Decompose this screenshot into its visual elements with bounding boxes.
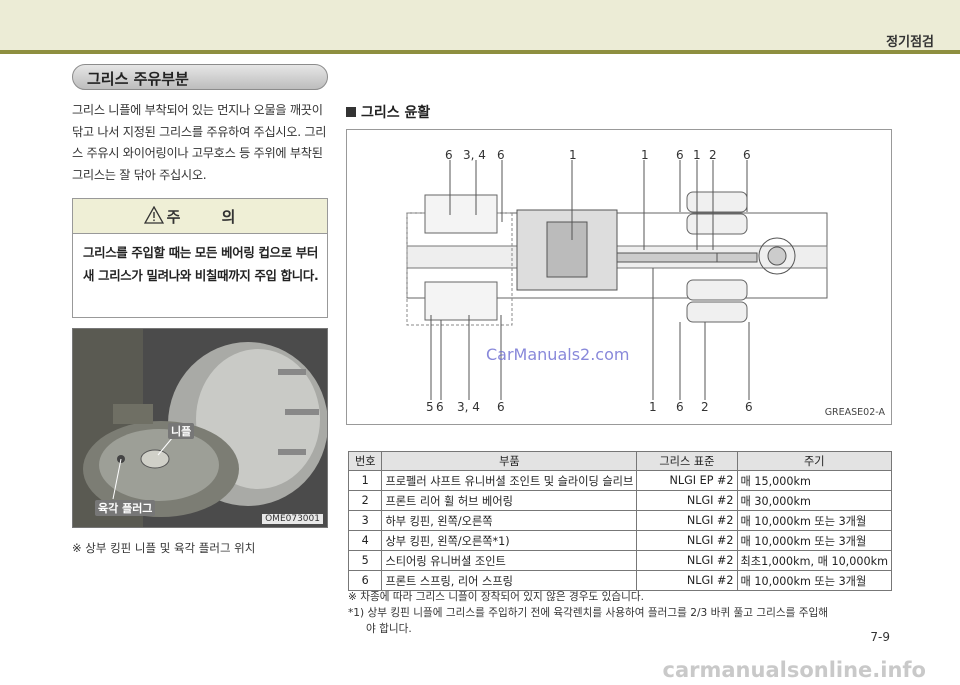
caution-body: 그리스를 주입할 때는 모든 베어링 컵으로 부터 새 그리스가 밀려나와 비칠… bbox=[83, 245, 319, 283]
table-cell: 매 15,000km bbox=[736, 470, 892, 491]
table-cell: 6 bbox=[347, 570, 383, 591]
table-cell: 상부 킹핀, 왼쪽/오른쪽*1) bbox=[381, 530, 638, 551]
table-cell: NLGI #2 bbox=[636, 510, 738, 531]
table-cell: 프로펠러 샤프트 유니버셜 조인트 및 슬라이딩 슬리브 bbox=[381, 470, 638, 491]
table-cell: 스티어링 유니버셜 조인트 bbox=[381, 550, 638, 571]
top-number: 3, 4 bbox=[463, 148, 486, 162]
photo-code: OME073001 bbox=[262, 514, 323, 524]
section-pill-title: 그리스 주유부분 bbox=[87, 70, 189, 88]
table-cell: 매 10,000km 또는 3개월 bbox=[736, 530, 892, 551]
chassis-diagram: 6 3, 4 6 1 1 6 1 2 6 5 6 3, 4 6 1 6 2 6 … bbox=[346, 129, 892, 425]
table-cell: 매 10,000km 또는 3개월 bbox=[736, 570, 892, 591]
top-number: 1 bbox=[693, 148, 701, 162]
bottom-number: 6 bbox=[497, 400, 505, 414]
section-pill: 그리스 주유부분 bbox=[72, 64, 328, 90]
top-number: 1 bbox=[569, 148, 577, 162]
top-number: 2 bbox=[709, 148, 717, 162]
bottom-number: 1 bbox=[649, 400, 657, 414]
header-bar bbox=[0, 0, 960, 50]
header-strip bbox=[0, 50, 960, 54]
table-header-row: 번호 부품 그리스 표준 주기 bbox=[347, 451, 892, 471]
table-row: 5 스티어링 유니버셜 조인트 NLGI #2 최초1,000km, 매 10,… bbox=[347, 550, 892, 571]
diagram-code: GREASE02-A bbox=[824, 407, 885, 418]
bottom-watermark: carmanualsonline.info bbox=[662, 658, 926, 682]
photo-caption: ※ 상부 킹핀 니플 및 육각 플러그 위치 bbox=[72, 541, 256, 555]
table-cell: NLGI EP #2 bbox=[636, 470, 738, 491]
table-cell: 하부 킹핀, 왼쪽/오른쪽 bbox=[381, 510, 638, 531]
table-header: 주기 bbox=[736, 451, 892, 471]
table-row: 1 프로펠러 샤프트 유니버셜 조인트 및 슬라이딩 슬리브 NLGI EP #… bbox=[347, 470, 892, 491]
page-number: 7-9 bbox=[870, 630, 890, 644]
table-cell: 1 bbox=[347, 470, 383, 491]
top-number: 1 bbox=[641, 148, 649, 162]
nipple-label: 니플 bbox=[168, 423, 195, 439]
top-number: 6 bbox=[676, 148, 684, 162]
diagram-title: 그리스 윤활 bbox=[346, 102, 430, 122]
table-header: 부품 bbox=[381, 451, 638, 471]
note-line: *1) 상부 킹핀 니플에 그리스를 주입하기 전에 육각렌치를 사용하여 플러… bbox=[348, 607, 828, 619]
bottom-number: 5 bbox=[426, 400, 434, 414]
diagram-title-text: 그리스 윤활 bbox=[361, 105, 431, 121]
intro-text: 그리스 니플에 부착되어 있는 먼지나 오물을 깨끗이 닦고 나서 지정된 그리… bbox=[72, 103, 327, 182]
grease-table: 번호 부품 그리스 표준 주기 1 프로펠러 샤프트 유니버셜 조인트 및 슬라… bbox=[347, 451, 892, 591]
bottom-number: 6 bbox=[745, 400, 753, 414]
table-cell: NLGI #2 bbox=[636, 550, 738, 571]
table-header: 번호 bbox=[347, 451, 383, 471]
bottom-number: 2 bbox=[701, 400, 709, 414]
square-bullet-icon bbox=[346, 107, 356, 117]
watermark-text: CarManuals2.com bbox=[486, 345, 630, 364]
note-line: ※ 차종에 따라 그리스 니플이 장착되어 있지 않은 경우도 있습니다. bbox=[348, 591, 644, 603]
top-number: 6 bbox=[445, 148, 453, 162]
table-cell: 3 bbox=[347, 510, 383, 531]
caution-box: 주 의 그리스를 주입할 때는 모든 베어링 컵으로 부터 새 그리스가 밀려나… bbox=[72, 198, 328, 318]
table-header: 그리스 표준 bbox=[636, 451, 738, 471]
table-row: 3 하부 킹핀, 왼쪽/오른쪽 NLGI #2 매 10,000km 또는 3개… bbox=[347, 510, 892, 531]
table-cell: 매 10,000km 또는 3개월 bbox=[736, 510, 892, 531]
table-row: 6 프론트 스프링, 리어 스프링 NLGI #2 매 10,000km 또는 … bbox=[347, 570, 892, 591]
warning-icon bbox=[144, 206, 164, 224]
table-cell: 매 30,000km bbox=[736, 490, 892, 511]
table-row: 4 상부 킹핀, 왼쪽/오른쪽*1) NLGI #2 매 10,000km 또는… bbox=[347, 530, 892, 551]
table-cell: NLGI #2 bbox=[636, 530, 738, 551]
top-number: 6 bbox=[743, 148, 751, 162]
table-cell: 프론트 리어 휠 허브 베어링 bbox=[381, 490, 638, 511]
hex-plug-label: 육각 플러그 bbox=[95, 500, 156, 516]
caution-header: 주 의 bbox=[73, 199, 327, 234]
king-pin-photo: 니플 육각 플러그 OME073001 bbox=[72, 328, 328, 528]
table-row: 2 프론트 리어 휠 허브 베어링 NLGI #2 매 30,000km bbox=[347, 490, 892, 511]
bottom-number: 6 bbox=[676, 400, 684, 414]
table-cell: NLGI #2 bbox=[636, 490, 738, 511]
table-cell: 최초1,000km, 매 10,000km bbox=[736, 550, 892, 571]
table-cell: 5 bbox=[347, 550, 383, 571]
table-cell: 2 bbox=[347, 490, 383, 511]
chassis-drawing bbox=[406, 160, 828, 400]
top-number: 6 bbox=[497, 148, 505, 162]
caution-title: 주 의 bbox=[166, 208, 254, 226]
table-cell: 4 bbox=[347, 530, 383, 551]
table-cell: NLGI #2 bbox=[636, 570, 738, 591]
note-line: 야 합니다. bbox=[366, 623, 412, 635]
bottom-number: 6 bbox=[436, 400, 444, 414]
table-cell: 프론트 스프링, 리어 스프링 bbox=[381, 570, 638, 591]
brake-chamber-image bbox=[73, 329, 327, 527]
section-title: 정기점검 bbox=[886, 35, 934, 50]
bottom-number: 3, 4 bbox=[457, 400, 480, 414]
